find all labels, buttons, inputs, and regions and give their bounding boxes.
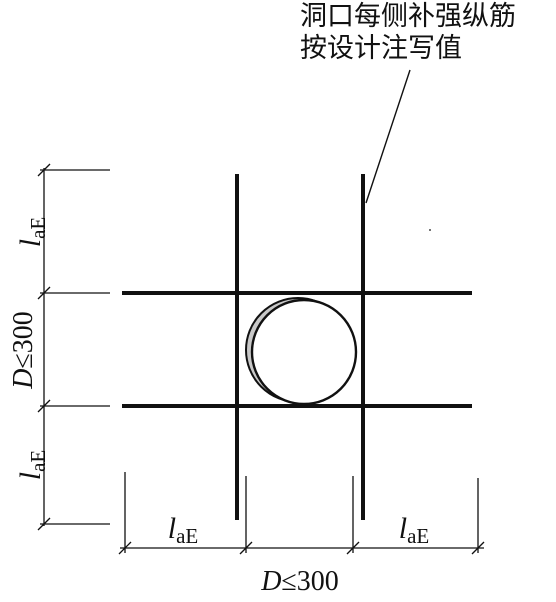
dim-label-laE-right: laE <box>399 512 430 548</box>
horizontal-dimension <box>118 472 485 555</box>
dim-label-laE-bottom: laE <box>14 450 50 481</box>
circular-opening <box>250 298 358 406</box>
annotation-line-1: 洞口每侧补强纵筋 <box>300 1 516 32</box>
dim-label-opening-horizontal: D≤300 <box>260 566 339 597</box>
vertical-dimension <box>37 163 110 531</box>
dim-label-laE-top: laE <box>14 217 50 248</box>
dim-label-opening-vertical: D≤300 <box>8 311 39 390</box>
annotation-leader-line <box>365 69 411 204</box>
stray-dot <box>429 229 431 231</box>
dim-label-laE-left: laE <box>168 512 199 548</box>
annotation-line-2: 按设计注写值 <box>300 33 462 64</box>
